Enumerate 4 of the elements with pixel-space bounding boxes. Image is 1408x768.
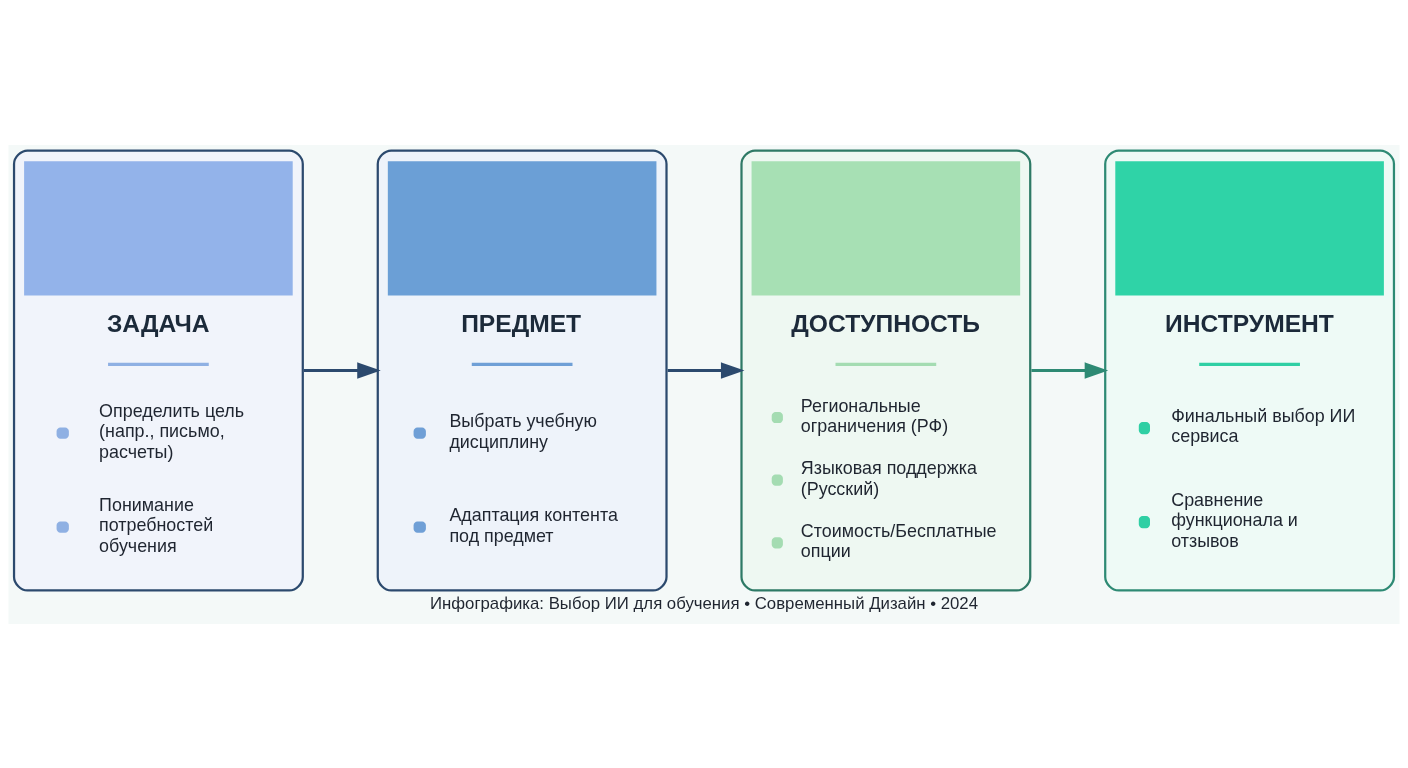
- arrow: [667, 361, 745, 379]
- arrow: [303, 361, 381, 379]
- arrow: [1031, 361, 1109, 379]
- caption: Инфографика: Выбор ИИ для обучения • Современный Дизайн • 2024: [429, 593, 979, 613]
